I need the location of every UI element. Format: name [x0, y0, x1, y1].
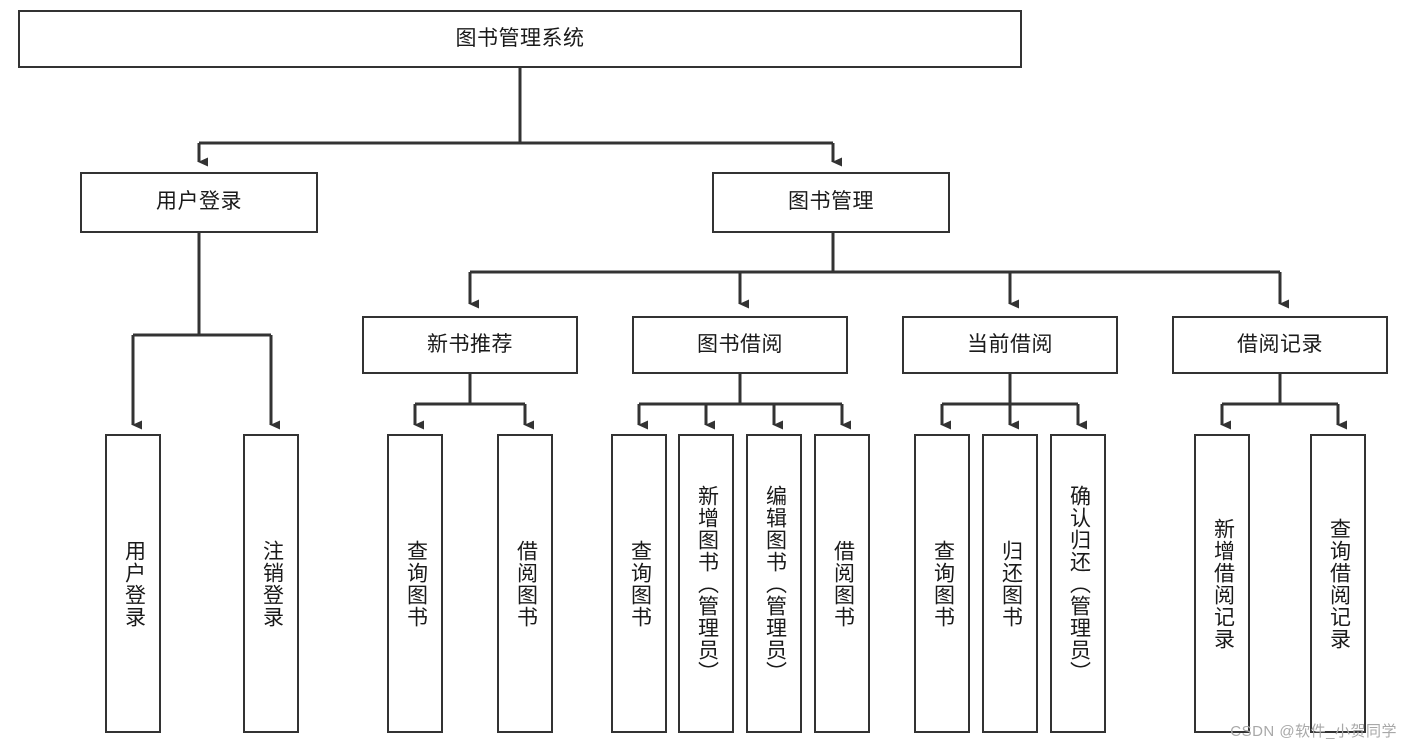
- node-leaf-query-record-label: 查询借阅记录: [1327, 517, 1351, 650]
- node-new-book-rec[interactable]: 新书推荐: [362, 316, 578, 374]
- node-root[interactable]: 图书管理系统: [18, 10, 1022, 68]
- node-leaf-logout[interactable]: 注销登录: [243, 434, 299, 733]
- node-leaf-add-book[interactable]: 新增图书（管理员）: [678, 434, 734, 733]
- node-book-manage-label: 图书管理: [788, 190, 874, 214]
- node-leaf-user-login[interactable]: 用户登录: [105, 434, 161, 733]
- node-book-borrow[interactable]: 图书借阅: [632, 316, 848, 374]
- node-borrow-record[interactable]: 借阅记录: [1172, 316, 1388, 374]
- node-leaf-borrow-book-2[interactable]: 借阅图书: [814, 434, 870, 733]
- node-current-borrow-label: 当前借阅: [967, 332, 1053, 356]
- node-leaf-user-login-label: 用户登录: [122, 539, 146, 628]
- node-leaf-borrow-book-1[interactable]: 借阅图书: [497, 434, 553, 733]
- node-book-manage[interactable]: 图书管理: [712, 172, 950, 233]
- node-leaf-query-book-2[interactable]: 查询图书: [611, 434, 667, 733]
- node-leaf-query-book-1[interactable]: 查询图书: [387, 434, 443, 733]
- node-leaf-query-book-2-label: 查询图书: [628, 539, 652, 628]
- node-new-book-rec-label: 新书推荐: [427, 332, 513, 356]
- node-leaf-query-record[interactable]: 查询借阅记录: [1310, 434, 1366, 733]
- node-leaf-query-book-3-label: 查询图书: [931, 539, 955, 628]
- node-leaf-borrow-book-1-label: 借阅图书: [514, 539, 538, 628]
- node-leaf-edit-book[interactable]: 编辑图书（管理员）: [746, 434, 802, 733]
- node-leaf-borrow-book-2-label: 借阅图书: [831, 539, 855, 628]
- watermark: CSDN @软件_小贺同学: [1230, 723, 1397, 740]
- node-leaf-query-book-3[interactable]: 查询图书: [914, 434, 970, 733]
- node-leaf-confirm-return-label: 确认归还（管理员）: [1067, 484, 1091, 683]
- node-leaf-confirm-return[interactable]: 确认归还（管理员）: [1050, 434, 1106, 733]
- node-leaf-return-book-label: 归还图书: [999, 539, 1023, 628]
- node-leaf-logout-label: 注销登录: [260, 539, 284, 628]
- node-user-login[interactable]: 用户登录: [80, 172, 318, 233]
- node-leaf-return-book[interactable]: 归还图书: [982, 434, 1038, 733]
- node-current-borrow[interactable]: 当前借阅: [902, 316, 1118, 374]
- node-leaf-add-book-label: 新增图书（管理员）: [695, 484, 719, 683]
- node-leaf-edit-book-label: 编辑图书（管理员）: [763, 484, 787, 683]
- node-book-borrow-label: 图书借阅: [697, 332, 783, 356]
- node-borrow-record-label: 借阅记录: [1237, 332, 1323, 356]
- node-leaf-query-book-1-label: 查询图书: [404, 539, 428, 628]
- node-root-label: 图书管理系统: [455, 26, 585, 50]
- node-leaf-add-record-label: 新增借阅记录: [1211, 517, 1235, 650]
- node-user-login-label: 用户登录: [156, 190, 242, 214]
- node-leaf-add-record[interactable]: 新增借阅记录: [1194, 434, 1250, 733]
